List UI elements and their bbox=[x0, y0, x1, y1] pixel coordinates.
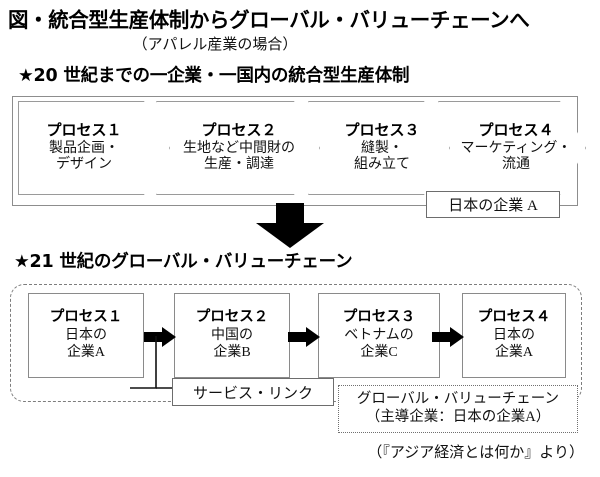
chevron-4-line-1: マーケティング・ bbox=[460, 140, 572, 156]
gvc-box-4-number: プロセス４ bbox=[477, 309, 551, 325]
chevron-1-line-2: デザイン bbox=[56, 157, 112, 173]
gvc-box-2-line-1: 中国の bbox=[211, 328, 253, 344]
gvc-box-process-3: プロセス３ ベトナムの 企業C bbox=[318, 293, 440, 378]
gvc-box-process-2: プロセス２ 中国の 企業B bbox=[174, 293, 290, 378]
chevron-process-2: プロセス２ 生地など中間財の 生産・調達 bbox=[156, 101, 320, 195]
figure-subtitle: （アパレル産業の場合） bbox=[132, 37, 298, 53]
chevron-2-line-1: 生地など中間財の bbox=[183, 140, 295, 156]
gvc-annotation-line-2: （主導企業：日本の企業A） bbox=[365, 409, 551, 425]
gvc-box-1-description: 日本の 企業A bbox=[65, 328, 107, 362]
chevron-process-1: プロセス１ 製品企画・ デザイン bbox=[18, 101, 170, 195]
company-a-tag: 日本の企業 A bbox=[426, 191, 560, 218]
gvc-box-1-line-1: 日本の bbox=[65, 328, 107, 344]
section-1-heading: ★20 世紀までの一企業・一国内の統合型生産体制 bbox=[18, 66, 410, 86]
flow-arrow-2-icon bbox=[288, 327, 320, 347]
gvc-box-process-4: プロセス４ 日本の 企業A bbox=[462, 293, 566, 378]
section-2-heading: ★21 世紀のグローバル・バリューチェーン bbox=[14, 252, 353, 272]
gvc-box-3-line-1: ベトナムの bbox=[344, 328, 414, 344]
chevron-1-number: プロセス１ bbox=[46, 121, 122, 140]
gvc-annotation-line-1: グローバル・バリューチェーン bbox=[356, 391, 560, 408]
gvc-box-4-description: 日本の 企業A bbox=[493, 328, 535, 362]
chevron-4-number: プロセス４ bbox=[478, 121, 554, 140]
chevron-process-4: プロセス４ マーケティング・ 流通 bbox=[438, 101, 586, 195]
chevron-1-line-1: 製品企画・ bbox=[49, 140, 119, 156]
process-chevron-row: プロセス１ 製品企画・ デザイン プロセス２ 生地など中間財の 生産・調達 プロ… bbox=[18, 101, 574, 195]
gvc-box-4-line-1: 日本の bbox=[493, 328, 535, 344]
gvc-box-4-line-2: 企業A bbox=[494, 345, 534, 361]
flow-arrow-3-icon bbox=[432, 327, 464, 347]
gvc-box-3-line-2: 企業C bbox=[360, 345, 398, 361]
chevron-3-line-2: 組み立て bbox=[354, 157, 410, 173]
chevron-4-description: マーケティング・ 流通 bbox=[461, 141, 572, 174]
chevron-process-3: プロセス３ 縫製・ 組み立て bbox=[308, 101, 450, 195]
chevron-1-description: 製品企画・ デザイン bbox=[49, 141, 119, 174]
chevron-3-line-1: 縫製・ bbox=[361, 140, 403, 156]
gvc-annotation-box: グローバル・バリューチェーン （主導企業：日本の企業A） bbox=[338, 385, 578, 433]
chevron-2-description: 生地など中間財の 生産・調達 bbox=[183, 141, 295, 174]
gvc-box-3-number: プロセス３ bbox=[342, 309, 416, 325]
gvc-box-2-number: プロセス２ bbox=[195, 309, 269, 325]
chevron-2-line-2: 生産・調達 bbox=[204, 157, 274, 173]
gvc-box-1-number: プロセス１ bbox=[49, 309, 123, 325]
gvc-box-2-line-2: 企業B bbox=[213, 345, 251, 361]
source-citation: （『アジア経済とは何か』より） bbox=[367, 445, 584, 461]
gvc-box-3-description: ベトナムの 企業C bbox=[344, 328, 414, 362]
down-arrow-icon bbox=[256, 203, 324, 248]
gvc-box-process-1: プロセス１ 日本の 企業A bbox=[28, 293, 144, 378]
flow-arrow-1-icon bbox=[144, 327, 176, 347]
gvc-box-2-description: 中国の 企業B bbox=[211, 328, 253, 362]
chevron-4-line-2: 流通 bbox=[501, 157, 530, 173]
service-link-tag: サービス・リンク bbox=[172, 378, 334, 406]
gvc-box-1-line-2: 企業A bbox=[66, 345, 106, 361]
chevron-2-number: プロセス２ bbox=[201, 121, 277, 140]
chevron-3-description: 縫製・ 組み立て bbox=[354, 141, 410, 174]
figure-title: 図・統合型生産体制からグローバル・バリューチェーンへ bbox=[8, 8, 530, 32]
chevron-3-number: プロセス３ bbox=[344, 121, 420, 140]
